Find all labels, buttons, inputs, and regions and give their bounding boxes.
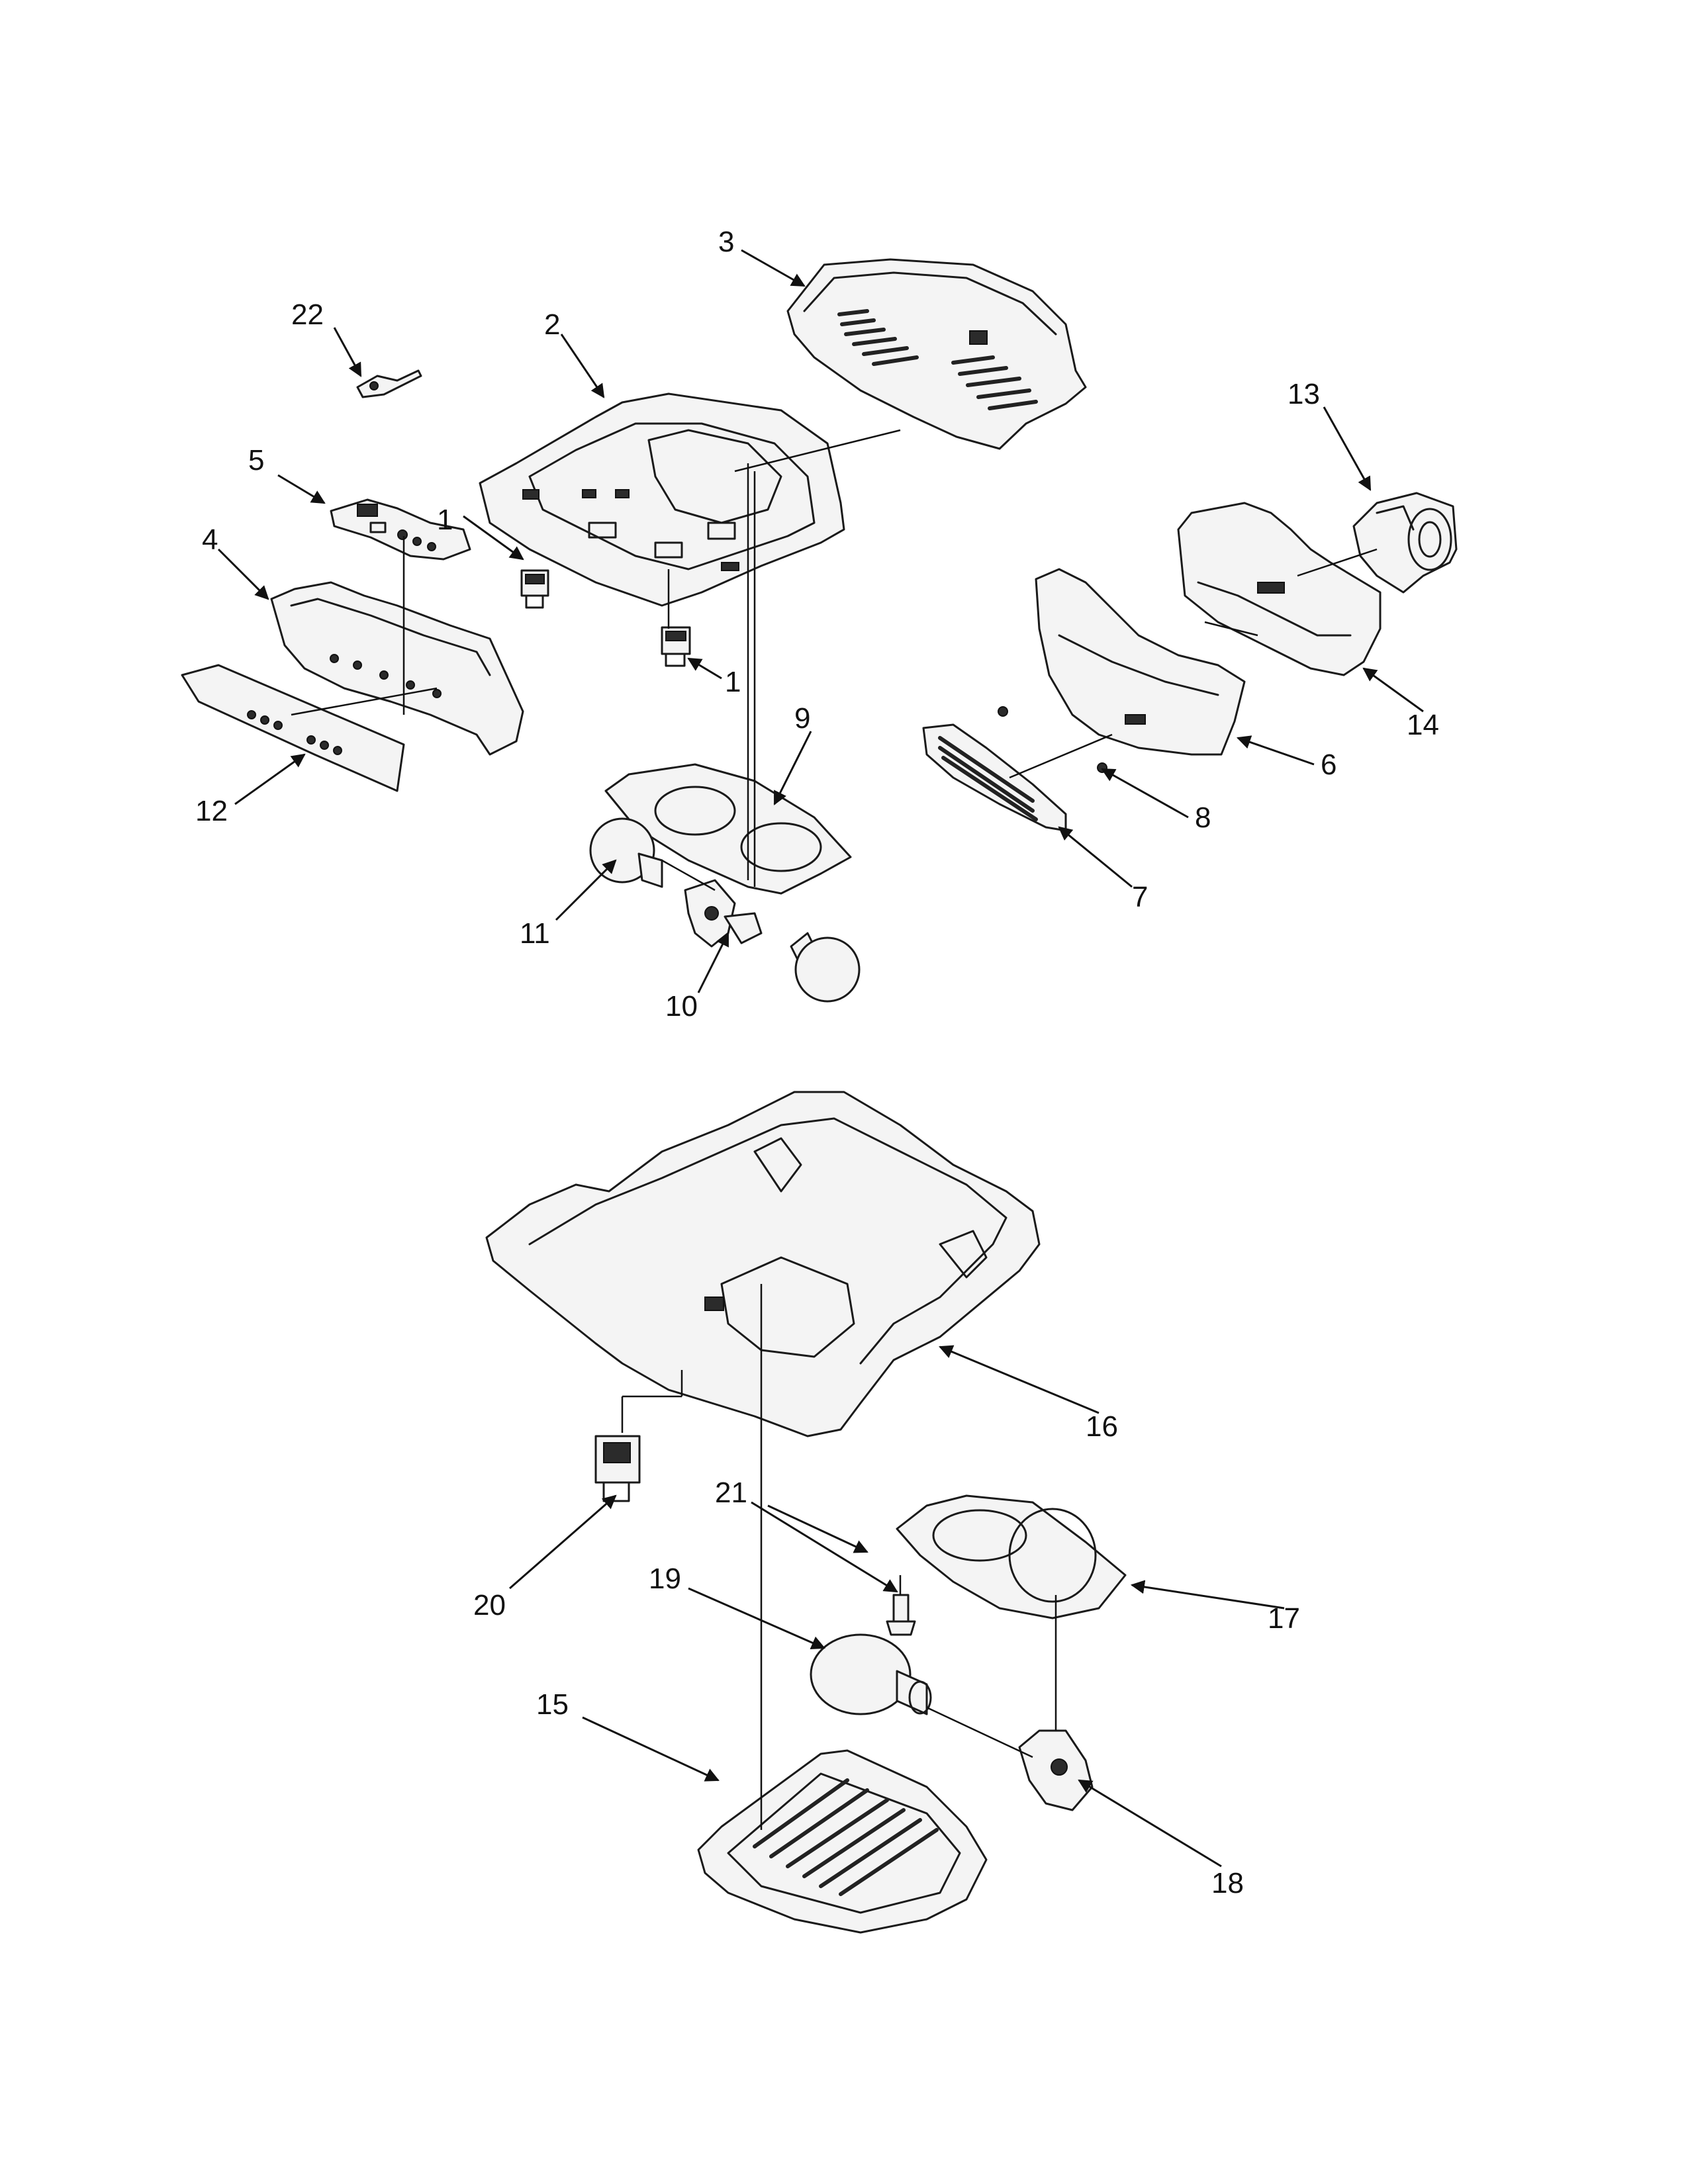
callout-9: 9 [794,702,810,735]
bulb-upper-right [790,932,861,1003]
callout-10: 10 [665,990,698,1023]
part-9-lamp-lens [604,763,852,895]
callout-8: 8 [1195,801,1211,834]
part-1-switch-left [520,569,549,609]
callout-17: 17 [1268,1602,1300,1635]
callout-18: 18 [1211,1867,1244,1899]
part-20-door-switch [594,1435,641,1502]
callout-11: 11 [520,917,550,950]
callout-12: 12 [195,795,228,827]
part-2-frame [479,392,845,607]
callout-16: 16 [1086,1410,1118,1443]
part-7-grille-tray [922,723,1067,832]
part-5-control-board [330,498,471,561]
callout-15: 15 [536,1688,569,1721]
part-17-lamp-lens [896,1494,1127,1619]
callout-13: 13 [1288,378,1320,410]
callout-21: 21 [715,1477,747,1509]
callout-6: 6 [1321,749,1336,781]
part-18-socket [1018,1729,1094,1811]
part-6-dispenser-cup [1035,568,1246,756]
part-13-damper [1352,492,1458,594]
part-8-screw [998,706,1107,773]
callout-4: 4 [202,523,218,556]
part-10-socket [684,879,763,948]
part-3-grille-cover [786,258,1087,450]
callout-1-upper-left: 1 [437,504,453,536]
callout-labels: 1 1 2 3 4 5 6 7 8 9 10 11 12 13 14 15 16… [195,226,1439,1899]
part-15-drip-tray [697,1749,988,1934]
callout-19: 19 [649,1563,681,1595]
callout-14: 14 [1407,709,1439,741]
callout-leaders [217,249,1424,1868]
part-1-switch-center [661,626,691,667]
assembly-guide-lines [291,429,1378,1830]
part-12-overlay-strip [181,664,405,792]
callout-7: 7 [1132,881,1148,913]
part-14-outer-housing [1177,502,1382,676]
part-21-screw [886,1594,916,1636]
part-16-main-housing [485,1091,1041,1437]
callout-2: 2 [544,308,560,341]
part-19-bulb [810,1633,932,1715]
callout-5: 5 [248,444,264,477]
part-4-control-housing [270,581,524,756]
callout-22: 22 [291,298,324,331]
part-22-small-clip [356,369,422,398]
callout-20: 20 [473,1589,506,1621]
callout-3: 3 [718,226,734,258]
callout-1-upper-center: 1 [725,666,741,698]
